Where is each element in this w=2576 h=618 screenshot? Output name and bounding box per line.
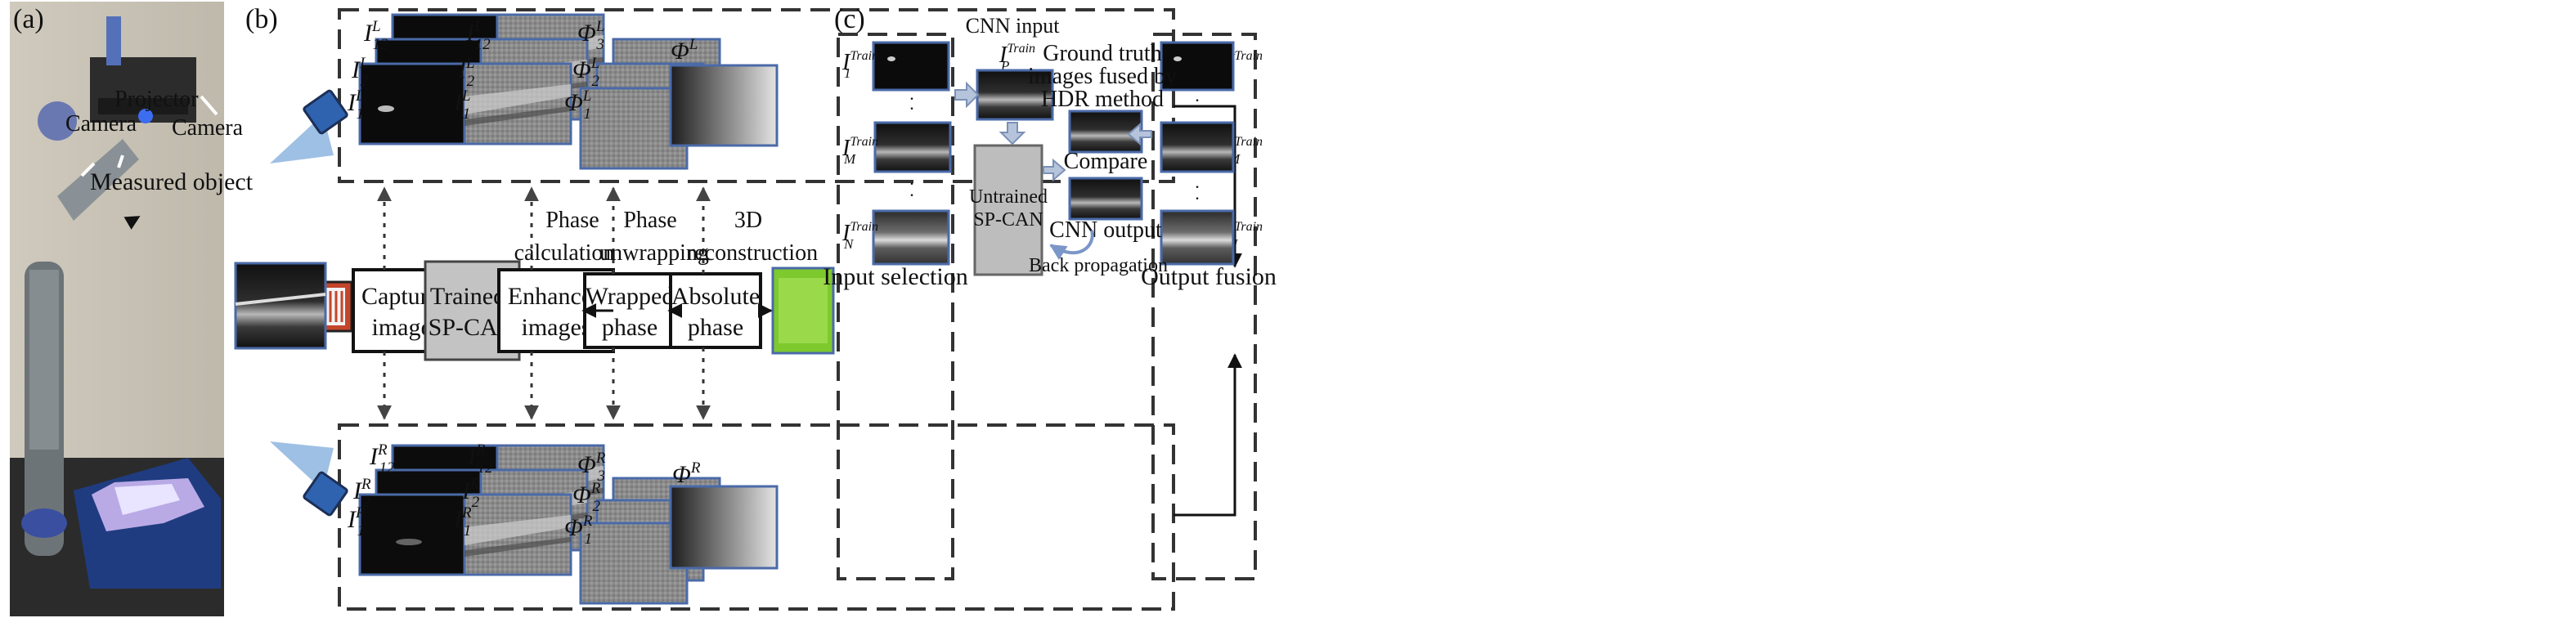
input-image: [234, 262, 327, 350]
input-selection-images: [872, 41, 952, 266]
photo-label-camera-left: Camera: [65, 111, 137, 137]
cnn-output-label: CNN output: [1049, 217, 1162, 243]
camera-icon: [270, 89, 348, 163]
input-selection-box: [837, 33, 954, 580]
photo-label-camera-right: Camera: [172, 115, 244, 141]
dotted-links: [377, 186, 711, 420]
dots: .: [909, 168, 914, 189]
output-fusion-box: [1151, 33, 1257, 580]
gt-label-1: Ground truth: [1043, 41, 1161, 66]
untrained-label-2: SP-CAN: [973, 209, 1043, 231]
panel-c-label: (c): [834, 4, 865, 34]
cnn-input-label: CNN input: [966, 14, 1061, 38]
cnn-output-image: [1068, 177, 1143, 221]
dots: .: [1195, 183, 1200, 204]
camera-icon: [270, 441, 348, 517]
phase-unwrap-label-1: Phase: [623, 208, 676, 233]
photo-label-projector: Projector: [114, 87, 199, 112]
recon-label-2: reconstruction: [687, 240, 818, 266]
untrained-label-1: Untrained: [969, 186, 1048, 208]
label-Phi-L: ΦL: [671, 36, 698, 65]
left-absolute-phase-image: [669, 64, 779, 147]
left-camera-group: [338, 8, 1175, 183]
gt-label-2: images fused by: [1028, 64, 1177, 89]
output-fusion-images: [1160, 41, 1235, 266]
reconstruction-result: [771, 266, 835, 355]
backprop-arrow: [1049, 230, 1094, 261]
dots: .: [909, 83, 914, 104]
recon-label-1: 3D: [734, 208, 762, 233]
input-selection-label: Input selection: [823, 263, 967, 290]
absolute-label-2: phase: [688, 314, 743, 341]
dots: .: [1195, 85, 1200, 105]
photo-label-measured-object: Measured object: [90, 168, 254, 195]
output-fusion-label: Output fusion: [1141, 263, 1277, 290]
dots: .: [909, 180, 914, 200]
panel-a-photo: [10, 2, 224, 616]
wrapped-label-1: Wrapped: [586, 283, 675, 310]
compare-label: Compare: [1064, 149, 1148, 174]
panel-a-label: (a): [13, 4, 44, 34]
dots: .: [1195, 172, 1200, 192]
block-arrows: [954, 81, 1152, 182]
absolute-label-1: Absolute: [671, 283, 760, 310]
pipeline-arrows: [581, 105, 1242, 517]
phase-calc-label-1: Phase: [545, 208, 599, 233]
enhanced-label-2: images: [522, 314, 591, 341]
phase-calc-label-2: calculation: [514, 240, 615, 266]
ground-truth-image: [1068, 110, 1143, 154]
dots: .: [909, 93, 914, 114]
panel-b-label: (b): [245, 4, 278, 34]
cnn-input-image: [976, 69, 1054, 121]
label-Phi-R: ΦR: [672, 459, 701, 488]
untrained-spcan-box: [973, 144, 1043, 276]
gt-label-3: HDR method: [1041, 87, 1164, 112]
wrapped-label-2: phase: [602, 314, 657, 341]
right-absolute-phase-image: [669, 485, 779, 570]
phase-unwrap-label-2: unwrapping: [599, 240, 709, 266]
right-camera-group: [338, 423, 1175, 611]
